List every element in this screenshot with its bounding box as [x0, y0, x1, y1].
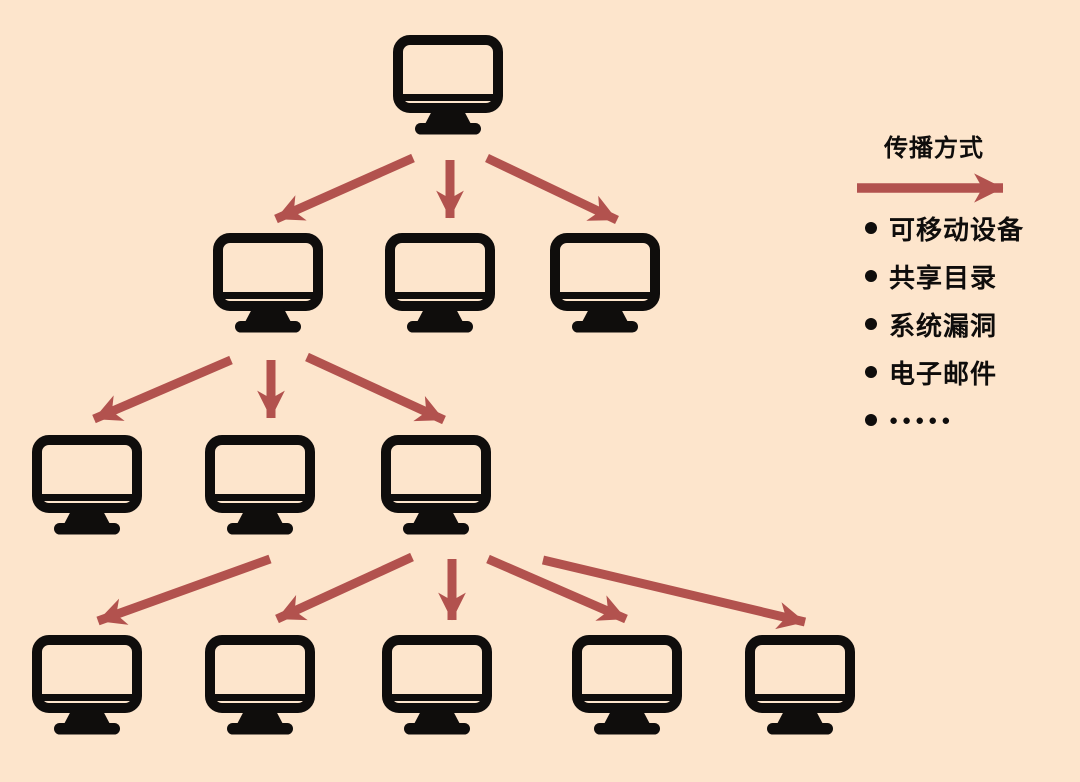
legend-item: 系统漏洞 — [855, 300, 1055, 348]
computer-icon — [210, 640, 310, 735]
propagation-arrow — [541, 555, 807, 630]
bullet-icon — [865, 366, 877, 378]
legend-item-label: 系统漏洞 — [889, 310, 998, 341]
bullet-icon — [865, 270, 877, 282]
computer-icon — [577, 640, 677, 735]
computer-icon — [37, 440, 137, 535]
bullet-icon — [865, 318, 877, 330]
computer-icon — [390, 238, 490, 333]
computer-icon — [398, 40, 498, 135]
legend-list: 可移动设备共享目录系统漏洞电子邮件 ●●●●● — [855, 204, 1055, 444]
legend-title: 传播方式 — [884, 135, 984, 162]
propagation-arrow — [96, 554, 272, 626]
arrows-layer — [92, 153, 807, 630]
propagation-arrow — [485, 153, 619, 225]
legend-item-label: ●●●●● — [889, 411, 955, 429]
bullet-icon — [865, 222, 877, 234]
computer-icon — [750, 640, 850, 735]
computer-icon — [386, 440, 486, 535]
computer-icon — [555, 238, 655, 333]
legend-item: 电子邮件 — [855, 348, 1055, 396]
propagation-arrow — [486, 554, 628, 624]
legend-item: 可移动设备 — [855, 204, 1055, 252]
propagation-arrow — [305, 352, 446, 425]
bullet-icon — [865, 414, 877, 426]
legend-item: ●●●●● — [855, 396, 1055, 444]
legend-item-label: 电子邮件 — [889, 358, 998, 389]
computer-icon — [210, 440, 310, 535]
computer-icon — [37, 640, 137, 735]
legend: 传播方式 可移动设备共享目录系统漏洞电子邮件 ●●●●● — [855, 136, 1055, 444]
propagation-arrow — [274, 153, 415, 224]
computer-icon — [218, 238, 318, 333]
computer-icon — [387, 640, 487, 735]
propagation-arrow — [275, 552, 414, 624]
legend-item-label: 可移动设备 — [889, 214, 1025, 245]
legend-arrow-icon — [857, 173, 1004, 203]
legend-item-label: 共享目录 — [889, 262, 998, 293]
legend-item: 共享目录 — [855, 252, 1055, 300]
propagation-arrow — [92, 355, 233, 424]
